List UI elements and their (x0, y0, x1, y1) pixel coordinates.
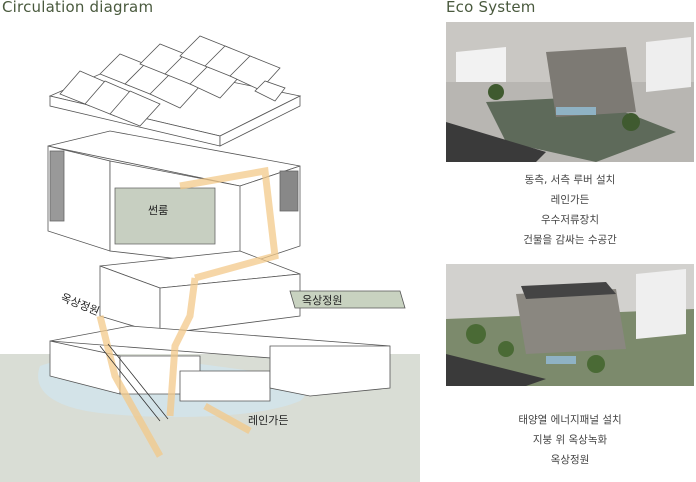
rooftop-garden-left-label: 옥상정원 (59, 291, 101, 318)
eco1-line: 동측, 서측 루버 설치 (524, 174, 616, 186)
ground-floor (49, 325, 391, 402)
eco2-line: 태양열 에너지패널 설치 (518, 414, 622, 426)
eco1-line: 우수저류장치 (541, 214, 599, 226)
eco-caption-2: 태양열 에너지패널 설치 지붕 위 옥상녹화 옥상정원 (446, 410, 694, 470)
eco-model-photo-1 (446, 22, 694, 162)
vent-label: 썬룸 (148, 204, 168, 217)
eco1-line: 건물을 감싸는 수공간 (523, 234, 617, 246)
eco1-line: 레인가든 (550, 194, 590, 206)
rain-garden-label: 레인가든 (248, 414, 288, 427)
middle-floor (99, 250, 301, 335)
rooftop-garden-slab (289, 290, 406, 309)
eco-model-photo-2 (446, 264, 694, 386)
circulation-diagram: 썬룸 옥상정원 옥상정원 레인가든 (0, 35, 420, 482)
eco2-line: 지붕 위 옥상녹화 (532, 434, 608, 446)
eco-caption-1: 동측, 서측 루버 설치 레인가든 우수저류장치 건물을 감싸는 수공간 (446, 170, 694, 250)
eco2-line: 옥상정원 (550, 454, 590, 466)
staircase (99, 343, 169, 422)
rooftop-garden-right-label: 옥상정원 (302, 294, 342, 307)
circulation-paths (96, 166, 279, 458)
circulation-title: Circulation diagram (2, 0, 154, 16)
eco-system-title: Eco System (446, 0, 536, 16)
solar-roof (48, 35, 302, 147)
